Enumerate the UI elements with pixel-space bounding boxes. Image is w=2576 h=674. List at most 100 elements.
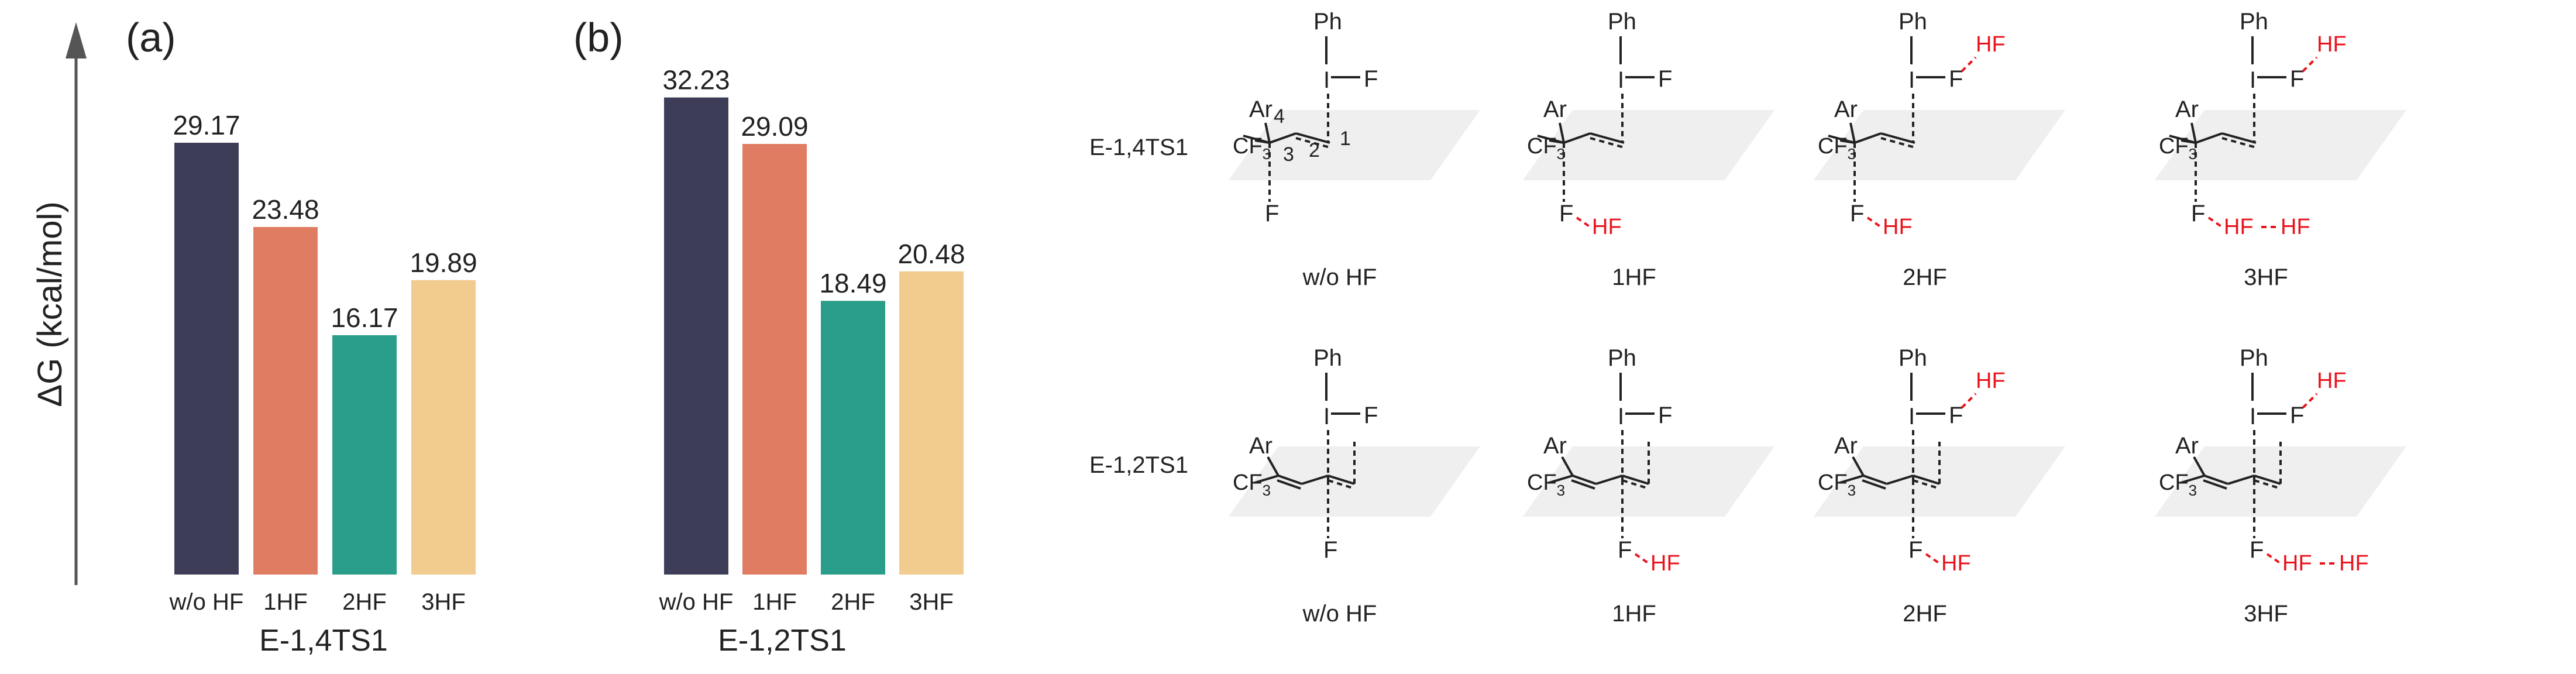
bar: [899, 271, 964, 575]
hf-label: HF: [1976, 32, 2006, 57]
category-tick-label: 3HF: [421, 589, 466, 615]
ph-label: Ph: [1608, 9, 1636, 35]
bond: [1595, 474, 1623, 485]
bond: [1572, 474, 1597, 485]
ar-label: Ar: [1543, 433, 1567, 459]
bond: [2221, 132, 2257, 144]
iodine-label: I: [1618, 404, 1624, 429]
ar-label: Ar: [1834, 433, 1858, 459]
cf3-label: CF3: [1818, 134, 1856, 163]
bond: [1913, 479, 1940, 490]
bond: [2207, 216, 2223, 228]
y-axis: ΔG (kcal/mol): [31, 22, 87, 585]
panel-label-a: (a): [126, 15, 176, 60]
bond: [1913, 474, 1940, 485]
structure-row-label: E-1,4TS1: [1089, 135, 1188, 160]
bond: [1269, 132, 1296, 144]
bond: [1327, 474, 1355, 485]
fluorine-label: F: [2191, 201, 2205, 226]
molecular-plane: [2155, 110, 2406, 180]
hf-label: HF: [2317, 369, 2347, 393]
bond: [2169, 135, 2196, 144]
ph-label: Ph: [1899, 345, 1927, 371]
panel-label-b: (b): [573, 15, 624, 60]
bar: [174, 142, 239, 575]
ar-label: Ar: [1249, 433, 1272, 459]
fluorine-label: F: [1323, 537, 1337, 563]
fluorine-label: F: [1559, 201, 1573, 226]
ph-label: Ph: [1899, 9, 1927, 35]
bond: [2203, 479, 2227, 490]
ar-label: Ar: [1249, 97, 1272, 122]
bond: [1559, 122, 1565, 143]
ph-label: Ph: [1313, 345, 1342, 371]
fluorine-label: F: [1850, 201, 1864, 226]
bond: [1571, 479, 1595, 490]
category-tick-label: 2HF: [342, 589, 387, 615]
bond: [2302, 56, 2318, 73]
structure-caption: 3HF: [2244, 601, 2288, 627]
iodine-label: I: [1618, 67, 1624, 93]
hf-label: HF: [2317, 32, 2347, 57]
hf-label: HF: [1650, 551, 1680, 576]
bond: [1264, 122, 1271, 143]
bond: [1622, 474, 1649, 485]
bar: [742, 144, 807, 575]
bar-value-label: 16.17: [331, 302, 398, 333]
iodine-label: I: [1323, 404, 1330, 429]
bond: [2254, 474, 2281, 485]
bond: [1576, 216, 1591, 228]
bar: [411, 280, 476, 575]
bond: [1634, 553, 1650, 565]
bond: [1590, 132, 1625, 144]
bond: [2302, 393, 2318, 409]
iodine-label: I: [2250, 67, 2256, 93]
fluorine-label: F: [1364, 66, 1378, 92]
bar-value-label: 29.09: [741, 111, 808, 142]
bond: [1863, 474, 1887, 485]
bond: [1866, 216, 1882, 228]
bond: [1854, 132, 1882, 144]
hf-label: HF: [2282, 551, 2312, 576]
category-tick-label: 1HF: [263, 589, 308, 615]
bar-value-label: 19.89: [410, 247, 477, 278]
structure-caption: 3HF: [2244, 264, 2288, 290]
ph-label: Ph: [1313, 9, 1342, 35]
bond: [2221, 137, 2257, 149]
hf-label: HF: [1592, 215, 1622, 239]
ar-label: Ar: [1834, 97, 1858, 122]
bar-value-label: 23.48: [252, 194, 319, 225]
fluorine-label: F: [1949, 403, 1963, 428]
bond: [1295, 132, 1330, 144]
ph-label: Ph: [2240, 345, 2268, 371]
bar-value-label: 18.49: [819, 268, 886, 298]
molecular-plane: [1814, 110, 2065, 180]
position-number: 1: [1340, 128, 1351, 150]
category-tick-label: 3HF: [909, 589, 954, 615]
bond: [1622, 479, 1649, 490]
category-tick-label: w/o HF: [659, 589, 734, 615]
bond: [1849, 122, 1856, 143]
ar-label: Ar: [1543, 97, 1567, 122]
bond: [1880, 132, 1915, 144]
fluorine-label: F: [1364, 403, 1378, 428]
hf-label: HF: [2224, 215, 2254, 239]
fluorine-label: F: [2290, 66, 2304, 92]
bond: [1961, 56, 1977, 73]
bond: [1561, 456, 1574, 476]
structure-caption: 1HF: [1612, 264, 1656, 290]
bond: [1549, 474, 1573, 484]
bar: [821, 301, 885, 575]
fluorine-label: F: [1908, 537, 1922, 563]
structure-caption: 2HF: [1903, 601, 1947, 627]
ph-label: Ph: [2240, 9, 2268, 35]
structure-caption: w/o HF: [1302, 601, 1377, 627]
